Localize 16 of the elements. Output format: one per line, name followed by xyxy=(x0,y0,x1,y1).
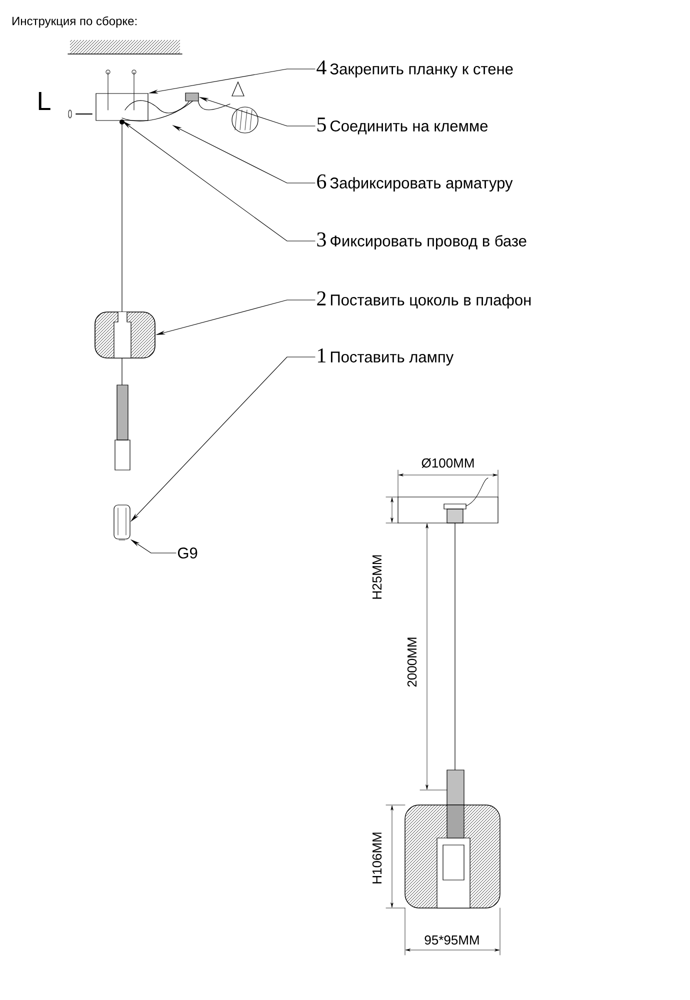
part-label: G9 xyxy=(178,548,198,558)
lamp-bulb xyxy=(114,504,130,540)
callout-label: 2 Поставить цоколь в плафон xyxy=(317,291,531,309)
terminal-block xyxy=(185,92,199,102)
callout-label: 5 Соединить на клемме xyxy=(317,118,488,134)
title: Инструкция по сборке: xyxy=(12,16,137,28)
dimension-label: H25MM xyxy=(372,555,382,599)
dimension-label: Ø100MM xyxy=(422,458,474,468)
lampshade xyxy=(94,312,156,358)
callout-label: 1 Поставить лампу xyxy=(318,348,454,366)
dimension-label: 95*95MM xyxy=(424,935,479,945)
dimension-label: 2000MM xyxy=(407,638,417,687)
mounting-plate xyxy=(96,93,148,121)
bracket-letter: L xyxy=(38,92,50,110)
dimension-label: H106MM xyxy=(372,832,382,884)
callout-label: 3 Фиксировать провод в базе xyxy=(317,232,526,250)
